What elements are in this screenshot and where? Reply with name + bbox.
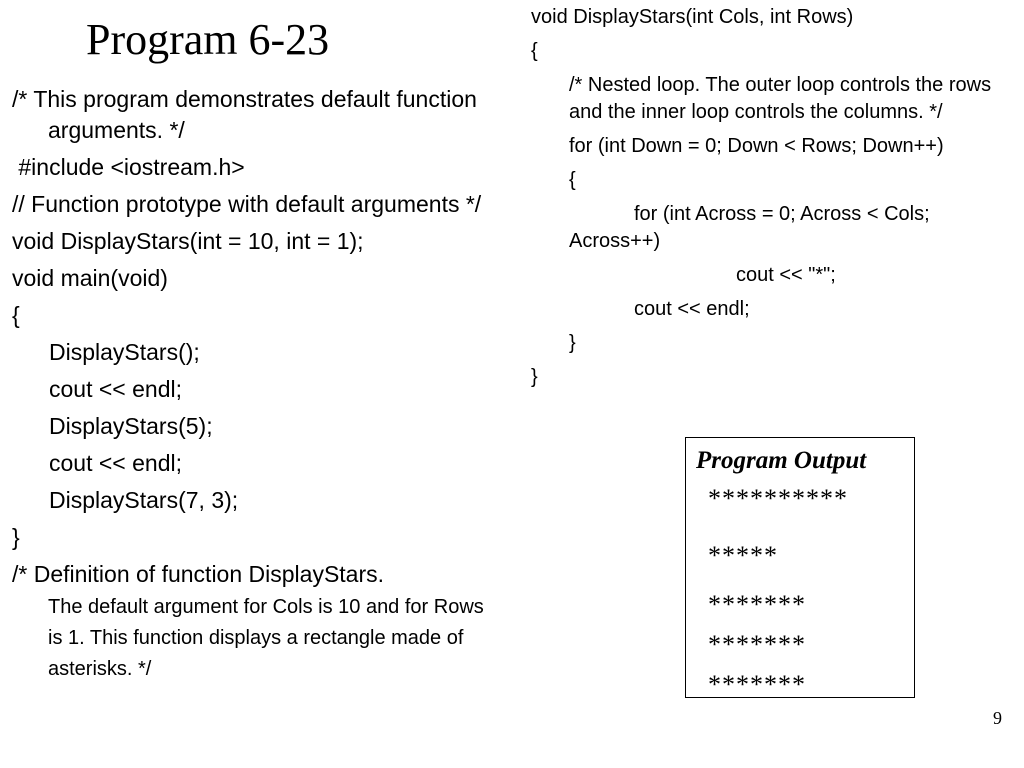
code-main-signature: void main(void)	[12, 265, 168, 291]
code-inner-loop-tail: Across++)	[569, 230, 661, 252]
page-number: 9	[993, 708, 1002, 728]
function-code-listing: void DisplayStars(int Cols, int Rows) { …	[531, 4, 1021, 398]
code-endl-1: cout << endl;	[49, 376, 182, 402]
code-outer-close-brace: }	[569, 332, 576, 354]
code-inner-loop-head: for (int Across = 0; Across < Cols;	[634, 203, 930, 225]
code-comment-definition-head: /* Definition of function DisplayStars.	[12, 561, 385, 587]
code-print-star: cout << "*";	[736, 264, 836, 286]
code-comment-definition: /* Definition of function DisplayStars. …	[12, 559, 502, 683]
slide-title: Program 6-23	[86, 15, 330, 64]
code-open-brace: {	[12, 302, 20, 328]
output-line-4: *******	[708, 630, 806, 659]
code-include: #include <iostream.h>	[12, 154, 245, 180]
main-code-listing: /* This program demonstrates default fun…	[12, 84, 502, 683]
code-call-five: DisplayStars(5);	[49, 413, 213, 439]
output-line-1: **********	[708, 484, 848, 513]
code-inner-loop: for (int Across = 0; Across < Cols; Acro…	[531, 201, 1021, 255]
code-call-seven-three: DisplayStars(7, 3);	[49, 487, 239, 513]
program-output-box: Program Output ********** ***** ******* …	[685, 437, 915, 699]
program-output-header: Program Output	[696, 447, 867, 474]
code-comment-definition-body: The default argument for Cols is 10 and …	[48, 596, 484, 680]
code-comment-prototype: // Function prototype with default argum…	[12, 191, 482, 217]
code-outer-open-brace: {	[569, 169, 576, 191]
code-call-default: DisplayStars();	[49, 339, 200, 365]
output-line-2: *****	[708, 541, 778, 570]
code-function-signature: void DisplayStars(int Cols, int Rows)	[531, 6, 854, 28]
code-nested-loop-comment: /* Nested loop. The outer loop controls …	[569, 74, 992, 123]
code-print-endl: cout << endl;	[634, 298, 750, 320]
code-comment-intro: /* This program demonstrates default fun…	[12, 86, 477, 143]
code-prototype: void DisplayStars(int = 10, int = 1);	[12, 228, 364, 254]
output-line-3: *******	[708, 590, 806, 619]
code-function-open-brace: {	[531, 40, 538, 62]
code-endl-2: cout << endl;	[49, 450, 182, 476]
code-close-brace: }	[12, 524, 20, 550]
output-line-5: *******	[708, 670, 806, 699]
code-outer-loop: for (int Down = 0; Down < Rows; Down++)	[569, 135, 944, 157]
code-function-close-brace: }	[531, 366, 538, 388]
